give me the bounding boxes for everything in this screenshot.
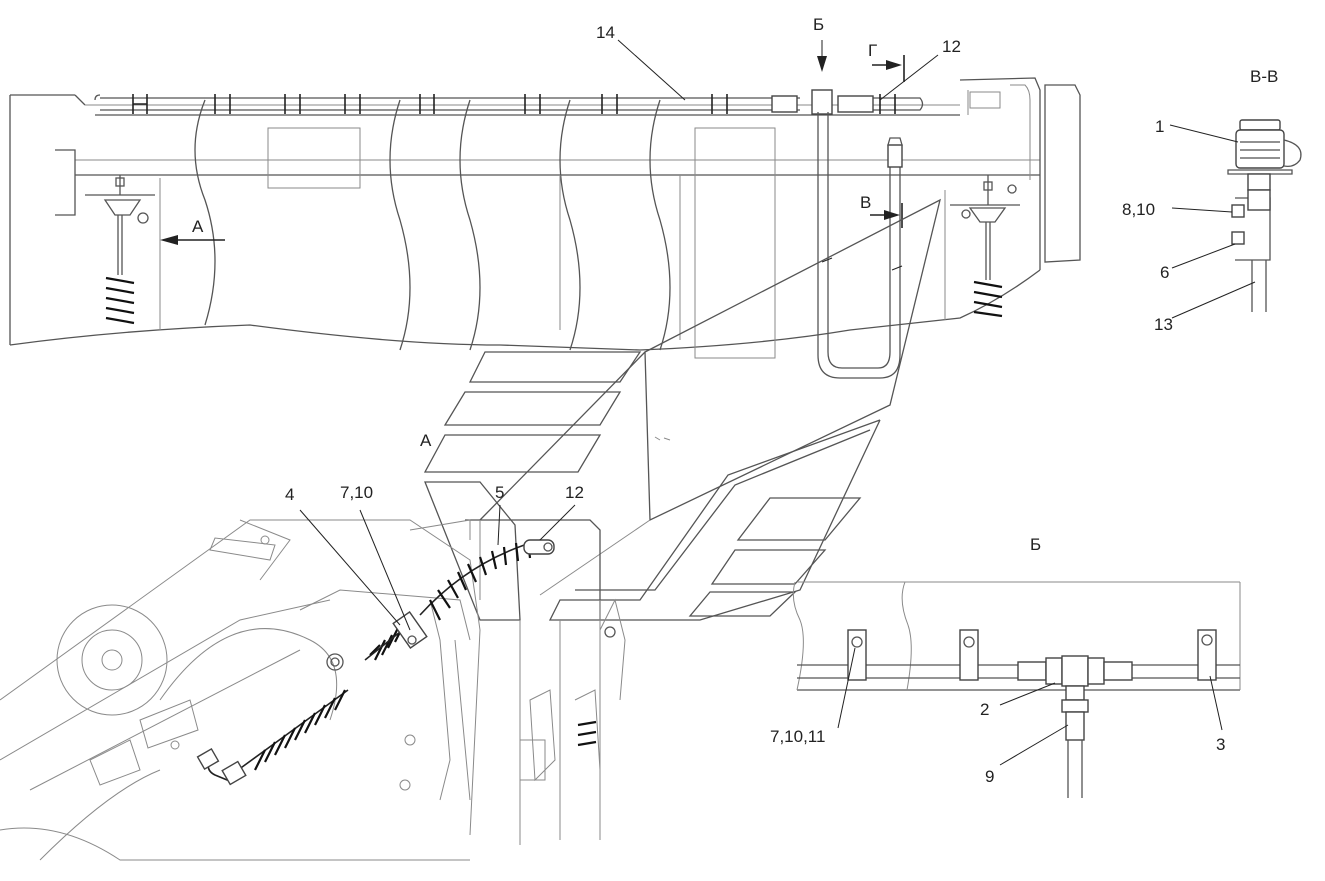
section-v-v-detail — [1169, 119, 1302, 319]
u-hose — [817, 112, 903, 379]
leaders-lower — [299, 504, 576, 631]
label-14: 14 — [596, 23, 615, 42]
label-1: 1 — [1155, 117, 1164, 136]
perspective-panel — [423, 198, 941, 621]
label-7-10-11: 7,10,11 — [770, 727, 825, 746]
right-spring-mount — [944, 175, 1020, 320]
label-5: 5 — [495, 483, 504, 502]
label-9: 9 — [985, 767, 994, 786]
view-arrow-a — [160, 235, 225, 245]
label-12-lower: 12 — [565, 483, 584, 502]
label-4: 4 — [285, 485, 294, 504]
lower-machine-detail — [0, 519, 626, 861]
label-view-a: А — [420, 431, 432, 450]
section-marker-v — [870, 203, 903, 228]
label-section-vv-title: В-В — [1250, 67, 1278, 86]
pipe-clamps — [847, 629, 1217, 681]
label-view-a-arrow: А — [192, 217, 204, 236]
leaders-top — [617, 39, 939, 101]
hose-9 — [1065, 711, 1085, 798]
label-view-b-title: Б — [1030, 535, 1041, 554]
lubrication-pipe-14 — [100, 89, 924, 115]
label-view-b-arrow: Б — [813, 15, 824, 34]
label-13: 13 — [1154, 315, 1173, 334]
view-b-detail — [792, 581, 1241, 798]
tee-fitting-2 — [1017, 655, 1133, 713]
label-7-10: 7,10 — [340, 483, 373, 502]
top-frame-assembly — [9, 77, 1081, 359]
label-2: 2 — [980, 700, 989, 719]
left-spring-mount — [85, 175, 161, 330]
label-6: 6 — [1160, 263, 1169, 282]
label-3: 3 — [1216, 735, 1225, 754]
label-12-top: 12 — [942, 37, 961, 56]
spring-hose-4 — [364, 611, 428, 661]
label-8-10: 8,10 — [1122, 200, 1155, 219]
callout-labels: 14 Б Г 12 В-В 1 8,10 6 13 В А А 4 7,10 5… — [192, 15, 1278, 786]
spring-hose-lower — [196, 689, 349, 786]
spring-hose-5 — [419, 539, 555, 621]
label-section-g: Г — [868, 41, 877, 60]
section-marker-g — [872, 55, 905, 82]
label-section-v: В — [860, 193, 871, 212]
view-arrow-b — [817, 40, 827, 72]
